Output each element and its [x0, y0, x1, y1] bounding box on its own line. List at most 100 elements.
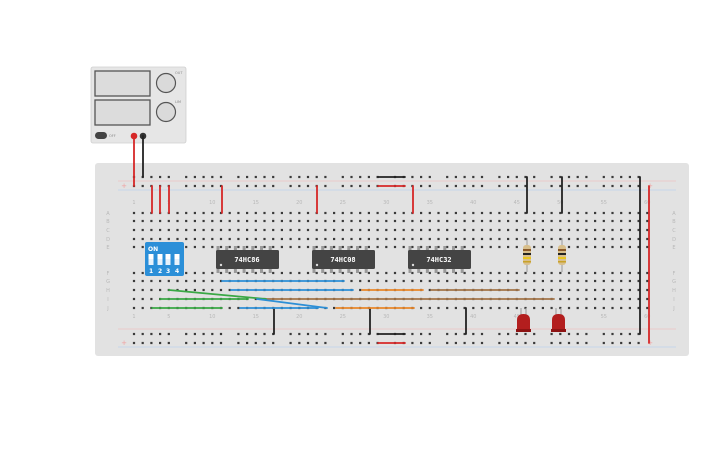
breadboard-hole[interactable]	[611, 219, 614, 223]
breadboard-hole[interactable]	[289, 228, 292, 232]
breadboard-hole[interactable]	[585, 228, 588, 232]
breadboard-hole[interactable]	[219, 219, 223, 223]
breadboard-hole[interactable]	[211, 332, 214, 336]
breadboard-hole[interactable]	[350, 228, 353, 232]
breadboard-hole[interactable]	[498, 219, 501, 223]
breadboard-hole[interactable]	[454, 237, 457, 241]
breadboard-hole[interactable]	[219, 228, 223, 232]
breadboard-hole[interactable]	[559, 184, 562, 188]
breadboard-hole[interactable]	[489, 245, 492, 249]
breadboard-hole[interactable]	[498, 184, 501, 188]
breadboard-hole[interactable]	[454, 228, 457, 232]
breadboard-hole[interactable]	[141, 297, 144, 301]
breadboard-hole[interactable]	[550, 175, 553, 179]
breadboard-hole[interactable]	[420, 219, 423, 223]
breadboard-hole[interactable]	[246, 271, 249, 275]
breadboard-hole[interactable]	[463, 237, 466, 241]
breadboard-hole[interactable]	[393, 219, 397, 223]
breadboard-hole[interactable]	[228, 237, 231, 241]
breadboard-hole[interactable]	[359, 279, 362, 283]
breadboard-hole[interactable]	[159, 219, 162, 223]
breadboard-hole[interactable]	[193, 211, 196, 215]
breadboard-hole[interactable]	[176, 279, 179, 283]
breadboard-hole[interactable]	[150, 332, 153, 336]
breadboard-hole[interactable]	[298, 332, 301, 336]
breadboard-hole[interactable]	[463, 306, 466, 310]
breadboard-hole[interactable]	[533, 211, 536, 215]
breadboard-hole[interactable]	[611, 184, 614, 188]
breadboard-hole[interactable]	[454, 279, 457, 283]
breadboard-hole[interactable]	[237, 228, 240, 232]
breadboard-hole[interactable]	[150, 175, 153, 179]
breadboard-hole[interactable]	[237, 184, 240, 188]
dip-switch[interactable]: ON 1 2 3 4	[145, 242, 184, 276]
components[interactable]: ON 1 2 3 4 74HC86 74HC08 74HC32	[145, 238, 566, 332]
breadboard-hole[interactable]	[446, 175, 449, 179]
breadboard-hole[interactable]	[350, 332, 353, 336]
breadboard-hole[interactable]	[533, 271, 536, 275]
breadboard-hole[interactable]	[219, 279, 223, 283]
breadboard-hole[interactable]	[576, 219, 579, 223]
breadboard-hole[interactable]	[411, 332, 414, 336]
breadboard-hole[interactable]	[150, 279, 153, 283]
breadboard-hole[interactable]	[524, 271, 527, 275]
breadboard-hole[interactable]	[437, 219, 440, 223]
breadboard-hole[interactable]	[576, 341, 579, 345]
breadboard-hole[interactable]	[498, 237, 501, 241]
breadboard-hole[interactable]	[611, 297, 614, 301]
breadboard-hole[interactable]	[341, 211, 344, 215]
breadboard-hole[interactable]	[333, 228, 336, 232]
breadboard-hole[interactable]	[498, 228, 501, 232]
breadboard-hole[interactable]	[254, 271, 257, 275]
breadboard-hole[interactable]	[585, 288, 588, 292]
breadboard-hole[interactable]	[533, 184, 536, 188]
breadboard-hole[interactable]	[463, 279, 466, 283]
breadboard-hole[interactable]	[515, 245, 518, 249]
breadboard-hole[interactable]	[420, 175, 423, 179]
breadboard-hole[interactable]	[159, 288, 162, 292]
breadboard-hole[interactable]	[202, 279, 205, 283]
breadboard-hole[interactable]	[507, 245, 510, 249]
breadboard-hole[interactable]	[280, 237, 283, 241]
breadboard-hole[interactable]	[132, 306, 136, 310]
breadboard-hole[interactable]	[567, 288, 571, 292]
breadboard-hole[interactable]	[202, 211, 205, 215]
breadboard-hole[interactable]	[628, 184, 631, 188]
breadboard-hole[interactable]	[272, 175, 275, 179]
breadboard-hole[interactable]	[567, 271, 571, 275]
breadboard-hole[interactable]	[185, 237, 188, 241]
breadboard-hole[interactable]	[559, 279, 562, 283]
breadboard-hole[interactable]	[193, 341, 196, 345]
breadboard-hole[interactable]	[594, 228, 597, 232]
breadboard-hole[interactable]	[202, 219, 205, 223]
breadboard-hole[interactable]	[472, 271, 475, 275]
breadboard-hole[interactable]	[350, 175, 353, 179]
breadboard-hole[interactable]	[533, 288, 536, 292]
breadboard-hole[interactable]	[411, 219, 414, 223]
breadboard-hole[interactable]	[228, 306, 231, 310]
breadboard-hole[interactable]	[507, 306, 510, 310]
breadboard-hole[interactable]	[646, 219, 649, 223]
breadboard-hole[interactable]	[533, 306, 536, 310]
breadboard-hole[interactable]	[550, 228, 553, 232]
breadboard-hole[interactable]	[228, 219, 231, 223]
breadboard-hole[interactable]	[393, 237, 397, 241]
breadboard-hole[interactable]	[611, 306, 614, 310]
breadboard-hole[interactable]	[446, 219, 449, 223]
breadboard-hole[interactable]	[263, 341, 266, 345]
breadboard-hole[interactable]	[193, 184, 196, 188]
breadboard-hole[interactable]	[289, 341, 292, 345]
breadboard-hole[interactable]	[620, 341, 623, 345]
breadboard-hole[interactable]	[550, 245, 553, 249]
breadboard-hole[interactable]	[628, 297, 631, 301]
breadboard-hole[interactable]	[637, 306, 640, 310]
breadboard-hole[interactable]	[402, 211, 405, 215]
breadboard-hole[interactable]	[541, 219, 544, 223]
breadboard-hole[interactable]	[246, 237, 249, 241]
breadboard-hole[interactable]	[141, 332, 144, 336]
breadboard-hole[interactable]	[507, 279, 510, 283]
breadboard-hole[interactable]	[132, 332, 136, 336]
breadboard-hole[interactable]	[211, 341, 214, 345]
breadboard-hole[interactable]	[489, 237, 492, 241]
breadboard-hole[interactable]	[550, 279, 553, 283]
